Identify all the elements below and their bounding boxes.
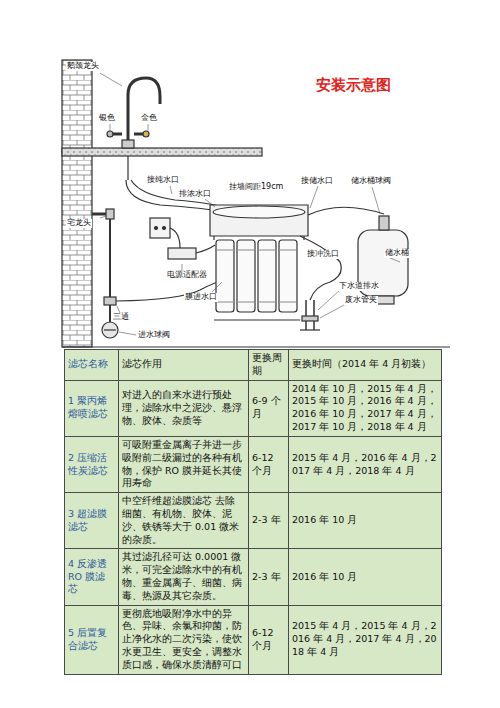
- table-row: 5 后置复合滤芯更彻底地吸附净水中的异色、异味、余氯和抑菌，防止净化水的二次污染…: [65, 605, 442, 674]
- part-label: 金色: [140, 114, 158, 123]
- drain-pipe: [300, 300, 320, 330]
- part-label: 接纯水口: [146, 176, 180, 185]
- table-cell: 滤芯作用: [119, 350, 249, 381]
- wall-tap: [92, 209, 225, 338]
- part-label: 三通: [112, 313, 130, 322]
- cell-text: 2016 年 10 月: [292, 571, 357, 582]
- table-cell: 6-12 个月: [249, 605, 289, 674]
- part-label: 银色: [98, 114, 116, 123]
- table-row: 4 反渗透 RO 膜滤芯其过滤孔径可达 0.0001 微米，可完全滤除水中的有机…: [65, 549, 442, 605]
- part-label: 进水球阀: [137, 331, 171, 340]
- filter-table: 滤芯名称 滤芯作用 更换周期更换时间（2014 年 4 月初装） 1 聚丙烯熔喷滤芯对…: [64, 349, 442, 675]
- part-label: 储水桶球阀: [350, 177, 392, 186]
- cell-text: 更彻底地吸附净水中的异色、异味、余氯和抑菌，防止净化水的二次污染，使饮水更卫生、…: [122, 608, 242, 670]
- tee: [104, 297, 116, 305]
- cell-text: 2015 年 4 月，2016 年 4 月，2017 年 4 月，2018 年 …: [292, 452, 437, 476]
- cell-text: 更换周期: [252, 352, 282, 376]
- part-label: 废水管夹: [344, 296, 378, 305]
- diagram-title: 安装示意图: [316, 76, 391, 95]
- table-cell: 可吸附重金属离子并进一步吸附前二级漏过的各种有机物，保护 RO 膜并延长其使用寿…: [119, 436, 249, 492]
- cell-text: 1 聚丙烯熔喷滤芯: [68, 395, 108, 419]
- cell-text: 滤芯名称: [68, 358, 108, 369]
- table-row: 滤芯名称 滤芯作用 更换周期更换时间（2014 年 4 月初装）: [65, 350, 442, 381]
- cell-text: 滤芯作用: [122, 358, 162, 369]
- cell-text: 2-3 年: [252, 514, 281, 525]
- table-cell: 4 反渗透 RO 膜滤芯: [65, 549, 119, 605]
- table-cell: 2015 年 4 月，2016 年 4 月，2017 年 4 月，2018 年 …: [289, 436, 442, 492]
- part-label: 接冲洗口: [306, 250, 340, 259]
- table-cell: 2014 年 10 月，2015 年 4 月，2015 年 10 月，2016 …: [289, 380, 442, 436]
- installation-illustration: [0, 0, 500, 350]
- table-cell: 6-9 个月: [249, 380, 289, 436]
- cell-text: 2-3 年: [252, 571, 281, 582]
- part-label: 挂墙间距19cm: [228, 183, 284, 192]
- ro-unit: [210, 205, 308, 320]
- cell-text: 可吸附重金属离子并进一步吸附前二级漏过的各种有机物，保护 RO 膜并延长其使用寿…: [122, 439, 242, 488]
- table-cell: 更换周期: [249, 350, 289, 381]
- table-row: 1 聚丙烯熔喷滤芯对进入的自来水进行预处理，滤除水中之泥沙、悬浮物、胶体、杂质等…: [65, 380, 442, 436]
- inlet-ball-valve: [102, 322, 118, 338]
- part-label: 下水道排水: [338, 282, 380, 291]
- table-row: 2 压缩活性炭滤芯可吸附重金属离子并进一步吸附前二级漏过的各种有机物，保护 RO…: [65, 436, 442, 492]
- table-cell: 其过滤孔径可达 0.0001 微米，可完全滤除水中的有机物、重金属离子、细菌、病…: [119, 549, 249, 605]
- countertop: [62, 148, 262, 156]
- cell-text: 6-12 个月: [252, 627, 274, 651]
- cell-text: 对进入的自来水进行预处理，滤除水中之泥沙、悬浮物、胶体、杂质等: [122, 389, 242, 426]
- cell-text: 2014 年 10 月，2015 年 4 月，2015 年 10 月，2016 …: [292, 383, 437, 432]
- table-cell: 3 超滤膜滤芯: [65, 493, 119, 549]
- line-art: [62, 60, 450, 347]
- power-outlet: [150, 218, 215, 259]
- table-cell: 中空纤维超滤膜滤芯 去除细菌、有机物、胶体、泥沙、铁锈等大于 0.01 微米的杂…: [119, 493, 249, 549]
- leader-lines: [100, 73, 400, 335]
- cell-text: 6-12 个月: [252, 452, 274, 476]
- cell-text: 4 反渗透 RO 膜滤芯: [68, 558, 107, 595]
- table-cell: 更彻底地吸附净水中的异色、异味、余氯和抑菌，防止净化水的二次污染，使饮水更卫生、…: [119, 605, 249, 674]
- storage-tank: [358, 216, 408, 304]
- part-label: 电源适配器: [166, 271, 208, 280]
- cell-text: 2016 年 10 月: [292, 514, 357, 525]
- cell-text: 5 后置复合滤芯: [68, 627, 107, 651]
- table-cell: 2-3 年: [249, 549, 289, 605]
- cell-text: 更换时间（2014 年 4 月初装）: [292, 358, 431, 369]
- gooseneck-faucet: [107, 78, 160, 180]
- part-label: 接储水口: [300, 177, 334, 186]
- table-cell: 2 压缩活性炭滤芯: [65, 436, 119, 492]
- table-cell: 对进入的自来水进行预处理，滤除水中之泥沙、悬浮物、胶体、杂质等: [119, 380, 249, 436]
- drain-clamp: [302, 316, 318, 321]
- cell-text: 6-9 个月: [252, 395, 281, 419]
- wall: [62, 60, 92, 347]
- part-label: 鹅颈龙头: [66, 62, 100, 71]
- floor: [62, 346, 450, 347]
- table-cell: 滤芯名称: [65, 350, 119, 381]
- table-cell: 2-3 年: [249, 493, 289, 549]
- table-cell: 2016 年 10 月: [289, 493, 442, 549]
- table-row: 3 超滤膜滤芯中空纤维超滤膜滤芯 去除细菌、有机物、胶体、泥沙、铁锈等大于 0.…: [65, 493, 442, 549]
- table-cell: 2015 年 4 月，2015 年 4 月，2016 年 4 月，2017 年 …: [289, 605, 442, 674]
- power-adapter: [168, 248, 196, 259]
- tank-ball-valve: [379, 216, 389, 230]
- cell-text: 中空纤维超滤膜滤芯 去除细菌、有机物、胶体、泥沙、铁锈等大于 0.01 微米的杂…: [122, 495, 239, 544]
- table-cell: 1 聚丙烯熔喷滤芯: [65, 380, 119, 436]
- part-label: 储水桶: [384, 249, 410, 258]
- cell-text: 其过滤孔径可达 0.0001 微米，可完全滤除水中的有机物、重金属离子、细菌、病…: [122, 551, 242, 600]
- cell-text: 2015 年 4 月，2015 年 4 月，2016 年 4 月，2017 年 …: [292, 620, 437, 657]
- table-cell: 5 后置复合滤芯: [65, 605, 119, 674]
- part-label: 宅龙头: [66, 219, 92, 228]
- cell-text: 2 压缩活性炭滤芯: [68, 452, 108, 476]
- part-label: 排浓水口: [178, 190, 212, 199]
- part-label: 膜进水口: [184, 293, 218, 302]
- table-cell: 2016 年 10 月: [289, 549, 442, 605]
- table-cell: 更换时间（2014 年 4 月初装）: [289, 350, 442, 381]
- table-cell: 6-12 个月: [249, 436, 289, 492]
- cell-text: 3 超滤膜滤芯: [68, 508, 107, 532]
